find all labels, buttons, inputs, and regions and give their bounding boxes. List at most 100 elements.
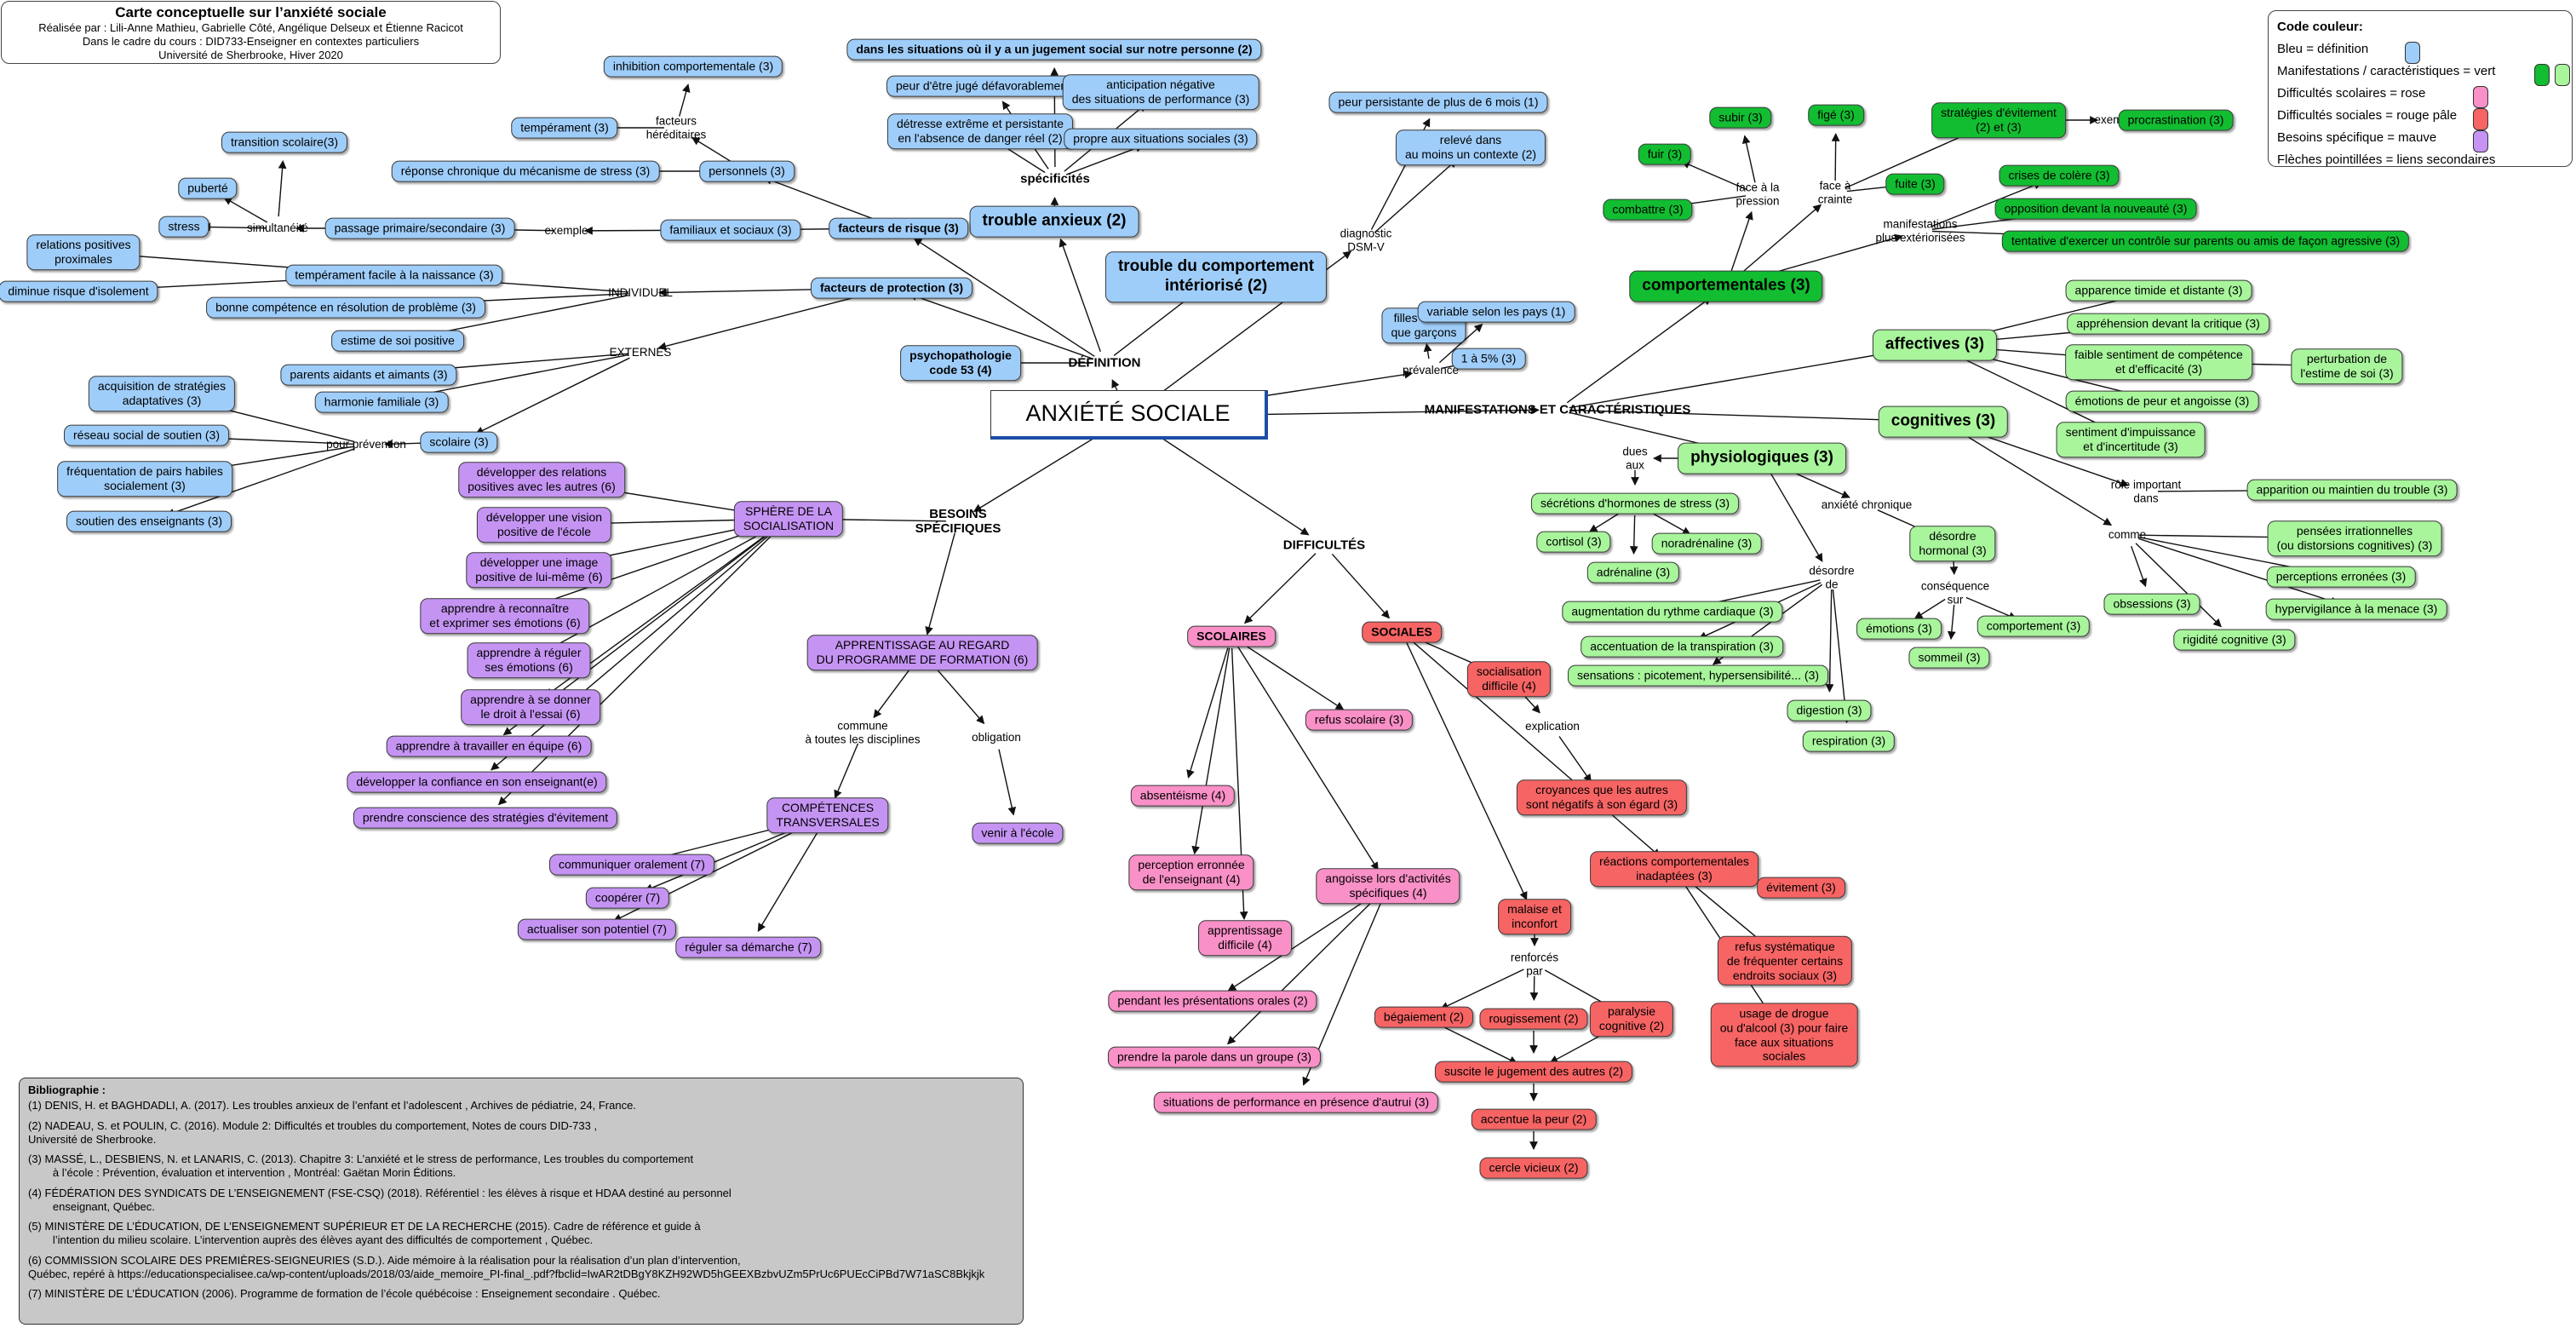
node-perceptions[interactable]: perceptions erronées (3) xyxy=(2266,566,2416,588)
node-harmonie[interactable]: harmonie familiale (3) xyxy=(314,391,449,413)
node-sphere[interactable]: SPHÈRE DE LA SOCIALISATION xyxy=(733,501,844,537)
node-sensations[interactable]: sensations : picotement, hypersensibilit… xyxy=(1567,664,1829,687)
node-cercle[interactable]: cercle vicieux (2) xyxy=(1479,1157,1588,1179)
node-reguler-dem[interactable]: réguler sa démarche (7) xyxy=(675,936,822,958)
node-refus-syst[interactable]: refus systématique de fréquenter certain… xyxy=(1717,935,1853,986)
node-trouble-anx[interactable]: trouble anxieux (2) xyxy=(969,205,1139,238)
node-rythme[interactable]: augmentation du rythme cardiaque (3) xyxy=(1562,601,1783,623)
node-affectives[interactable]: affectives (3) xyxy=(1872,329,1998,361)
node-apprentissage-prog[interactable]: APPRENTISSAGE AU REGARD DU PROGRAMME DE … xyxy=(806,635,1038,670)
node-familiaux[interactable]: familiaux et sociaux (3) xyxy=(660,219,801,241)
node-drogue[interactable]: usage de drogue ou d'alcool (3) pour fai… xyxy=(1710,1003,1858,1067)
node-dsm1[interactable]: peur persistante de plus de 6 mois (1) xyxy=(1328,91,1548,113)
node-hypervig[interactable]: hypervigilance à la menace (3) xyxy=(2265,598,2447,620)
node-prev3[interactable]: 1 à 5% (3) xyxy=(1451,348,1526,370)
node-passage[interactable]: passage primaire/secondaire (3) xyxy=(324,217,515,239)
node-begaiement[interactable]: bégaiement (2) xyxy=(1374,1006,1474,1028)
node-socialisation[interactable]: socialisation difficile (4) xyxy=(1466,661,1552,697)
node-communiquer[interactable]: communiquer oralement (7) xyxy=(549,854,714,876)
node-cortisol[interactable]: cortisol (3) xyxy=(1536,531,1611,553)
node-relations[interactable]: relations positives proximales xyxy=(26,234,141,270)
node-transition[interactable]: transition scolaire(3) xyxy=(221,131,348,153)
node-rougissement[interactable]: rougissement (2) xyxy=(1479,1008,1588,1030)
node-emotions-peur[interactable]: émotions de peur et angoisse (3) xyxy=(2065,390,2259,412)
node-travailler[interactable]: apprendre à travailler en équipe (6) xyxy=(386,735,592,757)
node-competences[interactable]: COMPÉTENCES TRANSVERSALES xyxy=(766,797,889,833)
node-actualiser[interactable]: actualiser son potentiel (7) xyxy=(517,918,677,940)
node-apparition[interactable]: apparition ou maintien du trouble (3) xyxy=(2246,479,2458,501)
node-temperament[interactable]: tempérament (3) xyxy=(511,117,618,139)
node-stress[interactable]: stress xyxy=(158,216,209,238)
node-fuite[interactable]: fuite (3) xyxy=(1885,173,1945,195)
node-reseau[interactable]: réseau social de soutien (3) xyxy=(64,424,229,446)
node-noradrenaline[interactable]: noradrénaline (3) xyxy=(1651,532,1762,555)
node-dev-vision[interactable]: développer une vision positive de l'écol… xyxy=(476,507,612,543)
node-absenteisme[interactable]: absentéisme (4) xyxy=(1130,785,1236,807)
node-prev2[interactable]: variable selon les pays (1) xyxy=(1417,301,1575,323)
node-combattre[interactable]: combattre (3) xyxy=(1603,198,1693,221)
node-fige[interactable]: figé (3) xyxy=(1808,104,1864,126)
node-rigidite[interactable]: rigidité cognitive (3) xyxy=(2173,629,2296,651)
node-apprehension[interactable]: appréhension devant la critique (3) xyxy=(2067,313,2269,335)
node-droit-essai[interactable]: apprendre à se donner le droit à l'essai… xyxy=(461,689,600,725)
node-sociales[interactable]: SOCIALES xyxy=(1362,621,1442,643)
node-dsm2[interactable]: relevé dans au moins un contexte (2) xyxy=(1395,129,1546,165)
node-soutien[interactable]: soutien des enseignants (3) xyxy=(66,510,232,532)
node-evitement[interactable]: évitement (3) xyxy=(1757,877,1845,899)
node-inhib[interactable]: inhibition comportementale (3) xyxy=(603,55,783,78)
center-node[interactable]: ANXIÉTÉ SOCIALE xyxy=(990,390,1268,440)
node-strat-evit[interactable]: stratégies d'évitement (2) et (3) xyxy=(1931,102,2066,138)
node-psycho[interactable]: psychopathologie code 53 (4) xyxy=(900,345,1021,381)
node-reconnaitre[interactable]: apprendre à reconnaître et exprimer ses … xyxy=(420,598,590,634)
node-emotions[interactable]: émotions (3) xyxy=(1856,618,1942,640)
node-scolaires[interactable]: SCOLAIRES xyxy=(1187,625,1276,647)
node-adrenaline[interactable]: adrénaline (3) xyxy=(1586,561,1680,584)
node-performance[interactable]: situations de performance en présence d'… xyxy=(1153,1091,1439,1113)
node-chronique[interactable]: réponse chronique du mécanisme de stress… xyxy=(391,160,660,182)
node-accentue[interactable]: accentue la peur (2) xyxy=(1471,1108,1597,1130)
node-presentations[interactable]: pendant les présentations orales (2) xyxy=(1108,990,1317,1012)
node-respiration[interactable]: respiration (3) xyxy=(1802,730,1896,752)
node-reguler[interactable]: apprendre à réguler ses émotions (6) xyxy=(467,642,591,678)
node-personnels[interactable]: personnels (3) xyxy=(699,160,795,182)
node-perturbation[interactable]: perturbation de l'estime de soi (3) xyxy=(2291,348,2403,384)
node-digestion[interactable]: digestion (3) xyxy=(1787,699,1872,721)
node-faible[interactable]: faible sentiment de compétence et d'effi… xyxy=(2065,344,2252,380)
node-impuissance[interactable]: sentiment d'impuissance et d'incertitude… xyxy=(2056,422,2206,457)
node-fuir[interactable]: fuir (3) xyxy=(1638,143,1692,165)
node-protection[interactable]: facteurs de protection (3) xyxy=(810,277,973,299)
node-trouble-comp[interactable]: trouble du comportement intériorisé (2) xyxy=(1104,251,1328,302)
node-reactions[interactable]: réactions comportementales inadaptées (3… xyxy=(1590,851,1758,887)
node-isolement[interactable]: diminue risque d'isolement xyxy=(0,280,158,302)
node-confiance[interactable]: développer la confiance en son enseignan… xyxy=(347,771,607,793)
node-bonne[interactable]: bonne compétence en résolution de problè… xyxy=(206,296,485,319)
node-spec5[interactable]: propre aux situations sociales (3) xyxy=(1064,128,1258,150)
node-dev-relations[interactable]: développer des relations positives avec … xyxy=(458,462,625,497)
node-spec1[interactable]: dans les situations où il y a un jugemen… xyxy=(846,38,1262,60)
node-estime[interactable]: estime de soi positive xyxy=(331,330,464,352)
node-malaise[interactable]: malaise et inconfort xyxy=(1498,899,1571,934)
node-spec4[interactable]: détresse extrême et persistante en l'abs… xyxy=(886,113,1074,149)
node-cognitives[interactable]: cognitives (3) xyxy=(1878,405,2009,438)
node-pensees[interactable]: pensées irrationnelles (ou distorsions c… xyxy=(2267,520,2442,556)
node-freq[interactable]: fréquentation de pairs habiles socialeme… xyxy=(57,461,232,497)
node-sommeil[interactable]: sommeil (3) xyxy=(1908,647,1990,669)
node-venir[interactable]: venir à l'école xyxy=(972,822,1064,844)
node-angoisse[interactable]: angoisse lors d'activités spécifiques (4… xyxy=(1316,868,1460,904)
node-spec2[interactable]: peur d'être jugé défavorablement (3) xyxy=(886,75,1099,97)
node-cooperer[interactable]: coopérer (7) xyxy=(585,887,670,909)
node-spec3[interactable]: anticipation négative des situations de … xyxy=(1062,74,1259,110)
node-risque[interactable]: facteurs de risque (3) xyxy=(829,217,968,239)
node-refus-scol[interactable]: refus scolaire (3) xyxy=(1305,709,1414,731)
node-comportementales[interactable]: comportementales (3) xyxy=(1629,270,1823,302)
node-temp-facile[interactable]: tempérament facile à la naissance (3) xyxy=(285,264,503,286)
node-acq[interactable]: acquisition de stratégies adaptatives (3… xyxy=(88,376,236,411)
node-dev-image[interactable]: développer une image positive de lui-mêm… xyxy=(466,552,612,588)
node-perception[interactable]: perception erronnée de l'enseignant (4) xyxy=(1128,854,1254,890)
node-subir[interactable]: subir (3) xyxy=(1709,106,1772,129)
node-opposition[interactable]: opposition devant la nouveauté (3) xyxy=(1994,198,2197,220)
node-croyances[interactable]: croyances que les autres sont négatifs à… xyxy=(1516,779,1688,815)
node-puberte[interactable]: puberté xyxy=(178,177,238,199)
node-paralysie[interactable]: paralysie cognitive (2) xyxy=(1589,1001,1674,1037)
node-timide[interactable]: apparence timide et distante (3) xyxy=(2065,279,2252,302)
